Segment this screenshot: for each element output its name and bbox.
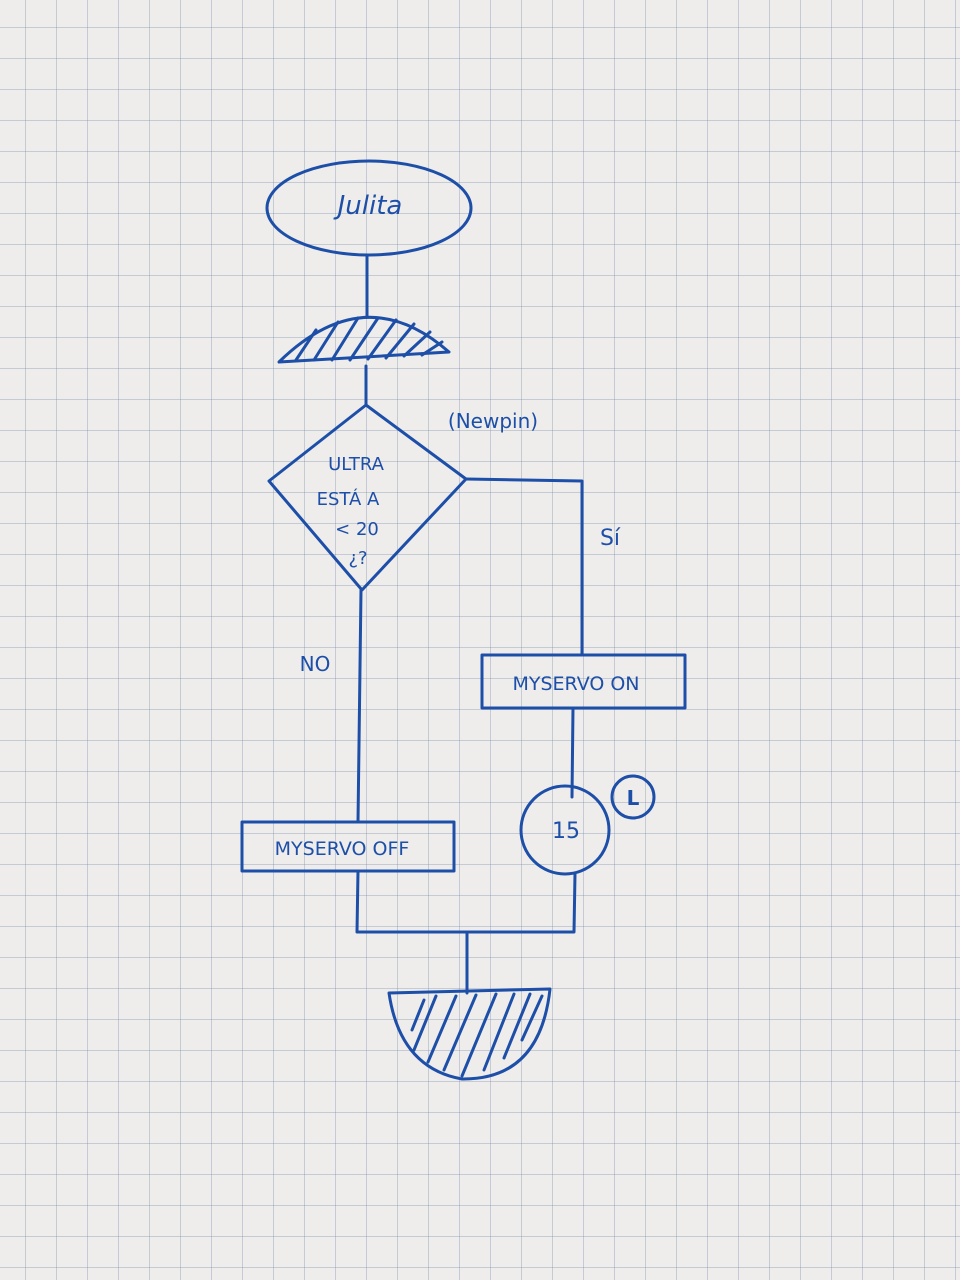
decision-line-2: ESTÁ A	[317, 488, 380, 510]
connector-merge-left	[355, 869, 469, 934]
start-terminator	[265, 159, 473, 257]
no-label: NO	[300, 652, 331, 676]
connector-yes-branch	[464, 477, 584, 657]
action-servo-off	[240, 820, 456, 873]
action-servo-on	[480, 653, 687, 710]
wait-value: 15	[552, 819, 580, 844]
action-servo-off-label: MYSERVO OFF	[275, 838, 410, 860]
decision-line-4: ¿?	[348, 548, 367, 569]
yes-label: Sí	[600, 526, 621, 551]
wait-badge-label: L	[627, 786, 640, 810]
connector-no-branch	[356, 588, 363, 824]
wait-timer	[519, 784, 611, 876]
input-block	[277, 315, 451, 364]
action-servo-on-label: MYSERVO ON	[512, 673, 639, 695]
wait-badge	[610, 774, 656, 820]
end-terminator	[387, 987, 552, 1081]
connector-merge-right	[465, 872, 577, 934]
start-label: Julita	[333, 191, 403, 221]
decision-line-1: ULTRA	[328, 454, 384, 475]
decision-line-3: < 20	[335, 519, 379, 540]
annotation-label: (Newpin)	[448, 409, 538, 433]
connector-action-wait	[570, 706, 575, 799]
